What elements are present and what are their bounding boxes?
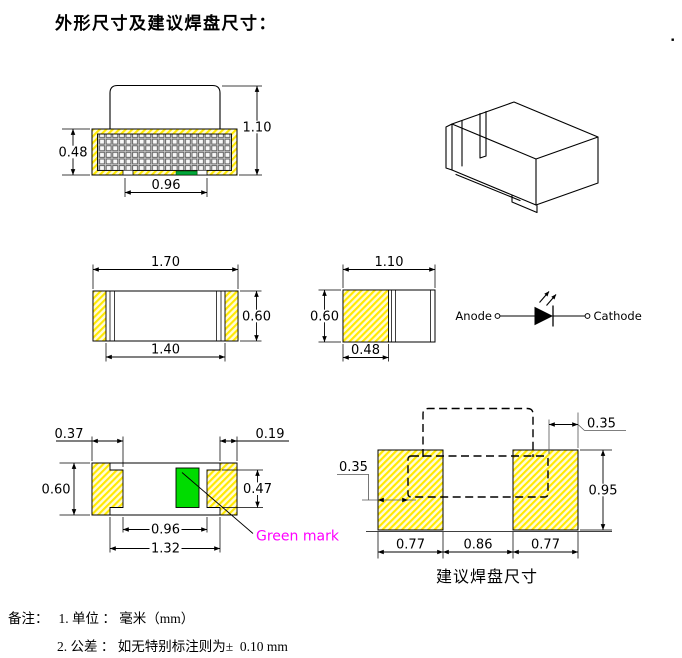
dim-length: 1.10 xyxy=(342,255,436,288)
dim-inner-length: 1.40 xyxy=(105,343,226,362)
light-emission-arrows-icon xyxy=(539,291,557,306)
iso-bottom-notch xyxy=(511,194,538,214)
pad-right xyxy=(512,449,579,531)
dim-label: 0.96 xyxy=(152,178,181,193)
dim-terminal-span: 1.32 xyxy=(109,517,221,557)
green-mark-leader xyxy=(181,472,254,534)
dim-length: 1.70 xyxy=(92,255,239,289)
component-body-outline-dashed xyxy=(422,407,534,457)
cathode-terminal-icon xyxy=(584,313,591,319)
notes: 备注： 1. 单位 ： 毫米（mm） 2. 公差 ： 如无特别标注则为± 0.10… xyxy=(8,608,288,658)
iso-top-face xyxy=(451,101,599,160)
iso-right-face xyxy=(535,136,599,206)
dim-label: 1.10 xyxy=(243,120,272,135)
note-2-text: 2. 公差 ： 如无特别标注则为± 0.10 mm xyxy=(57,639,288,654)
dim-label: 0.60 xyxy=(42,483,71,498)
dim-body-height: 0.48 xyxy=(57,128,90,176)
dim-label: 1.40 xyxy=(151,343,180,358)
dim-width: 0.60 xyxy=(42,462,90,516)
dim-label: 0.95 xyxy=(589,483,618,498)
bottom-notch-left xyxy=(123,170,133,175)
dim-bottom-inner: 0.96 xyxy=(124,178,208,197)
iso-terminal-groove xyxy=(461,110,487,167)
dim-label: 1.10 xyxy=(375,255,404,270)
dim-label: 0.96 xyxy=(151,523,180,538)
reflector-mesh xyxy=(97,133,232,171)
dim-mark-height: 0.47 xyxy=(222,469,273,508)
dim-inner-length: 0.96 xyxy=(122,517,208,538)
dim-label: 0.77 xyxy=(531,537,560,552)
note-line-2: 2. 公差 ： 如无特别标注则为± 0.10 mm xyxy=(57,636,288,658)
dim-width: 0.60 xyxy=(309,289,341,343)
terminal-right xyxy=(224,290,239,342)
component-bottom-outline-dashed xyxy=(407,455,549,498)
dim-pad-bottom-chain: 0.77 0.86 0.77 xyxy=(377,532,579,559)
dim-right-terminal-step: 0.19 xyxy=(219,427,289,461)
dim-label: 0.37 xyxy=(55,427,84,442)
dim-label: 1.32 xyxy=(151,542,180,557)
dim-label: 0.48 xyxy=(351,343,380,358)
dim-label: 0.47 xyxy=(243,482,272,497)
pad-layout: 0.35 0.35 0.95 0.77 0.86 xyxy=(337,407,626,586)
note-line-1: 备注： 1. 单位 ： 毫米（mm） xyxy=(8,608,288,636)
pad-left xyxy=(377,449,444,531)
bottom-notch-right xyxy=(197,170,207,175)
dim-label: 0.77 xyxy=(396,537,425,552)
bottom-view: Green mark 0.37 0.19 0.60 xyxy=(42,427,340,557)
circuit-symbol: Anode Cathode xyxy=(455,291,642,327)
dim-label: 0.60 xyxy=(242,309,271,324)
diode-triangle-icon xyxy=(534,306,553,326)
dim-total-height: 1.10 xyxy=(222,85,273,176)
dim-overlap-left: 0.35 xyxy=(337,460,416,503)
iso-bottom-chamfer xyxy=(455,173,521,202)
dim-overlap-right: 0.35 xyxy=(548,412,626,454)
pad-layout-caption: 建议焊盘尺寸 xyxy=(436,567,538,586)
green-mark-side xyxy=(175,170,198,176)
terminal-face xyxy=(342,289,389,343)
terminal-left xyxy=(92,290,107,342)
stray-dot xyxy=(671,38,674,41)
green-mark-label: Green mark xyxy=(256,529,340,545)
cathode-label: Cathode xyxy=(594,309,642,323)
lens-outline xyxy=(109,84,221,130)
dim-label: 0.48 xyxy=(59,145,88,160)
page-title: 外形尺寸及建议焊盘尺寸： xyxy=(55,14,277,34)
dim-left-terminal: 0.37 xyxy=(55,427,124,467)
dim-pad-height: 0.95 xyxy=(580,449,619,531)
notes-label: 备注： xyxy=(8,611,49,626)
note-1-text: 1. 单位 ： 毫米（mm） xyxy=(58,611,195,626)
iso-front-face xyxy=(451,123,537,206)
dim-label: 0.86 xyxy=(464,537,493,552)
dim-width: 0.60 xyxy=(240,290,272,342)
dim-label: 1.70 xyxy=(151,255,180,270)
dim-label: 0.35 xyxy=(339,460,368,475)
end-view: 1.10 0.60 0.48 xyxy=(309,255,436,362)
dim-terminal-width: 0.48 xyxy=(342,343,389,362)
dim-label: 0.60 xyxy=(310,309,339,324)
anode-terminal-icon xyxy=(494,313,501,319)
dim-label: 0.19 xyxy=(256,427,285,442)
iso-left-cap xyxy=(445,123,453,171)
anode-label: Anode xyxy=(455,309,492,323)
top-view: 1.70 1.40 0.60 xyxy=(92,255,272,362)
side-view: 0.48 1.10 0.96 xyxy=(57,84,273,197)
terminal-left xyxy=(91,462,124,516)
green-mark xyxy=(175,467,200,508)
isometric-view xyxy=(445,101,599,214)
dim-label: 0.35 xyxy=(587,417,616,432)
